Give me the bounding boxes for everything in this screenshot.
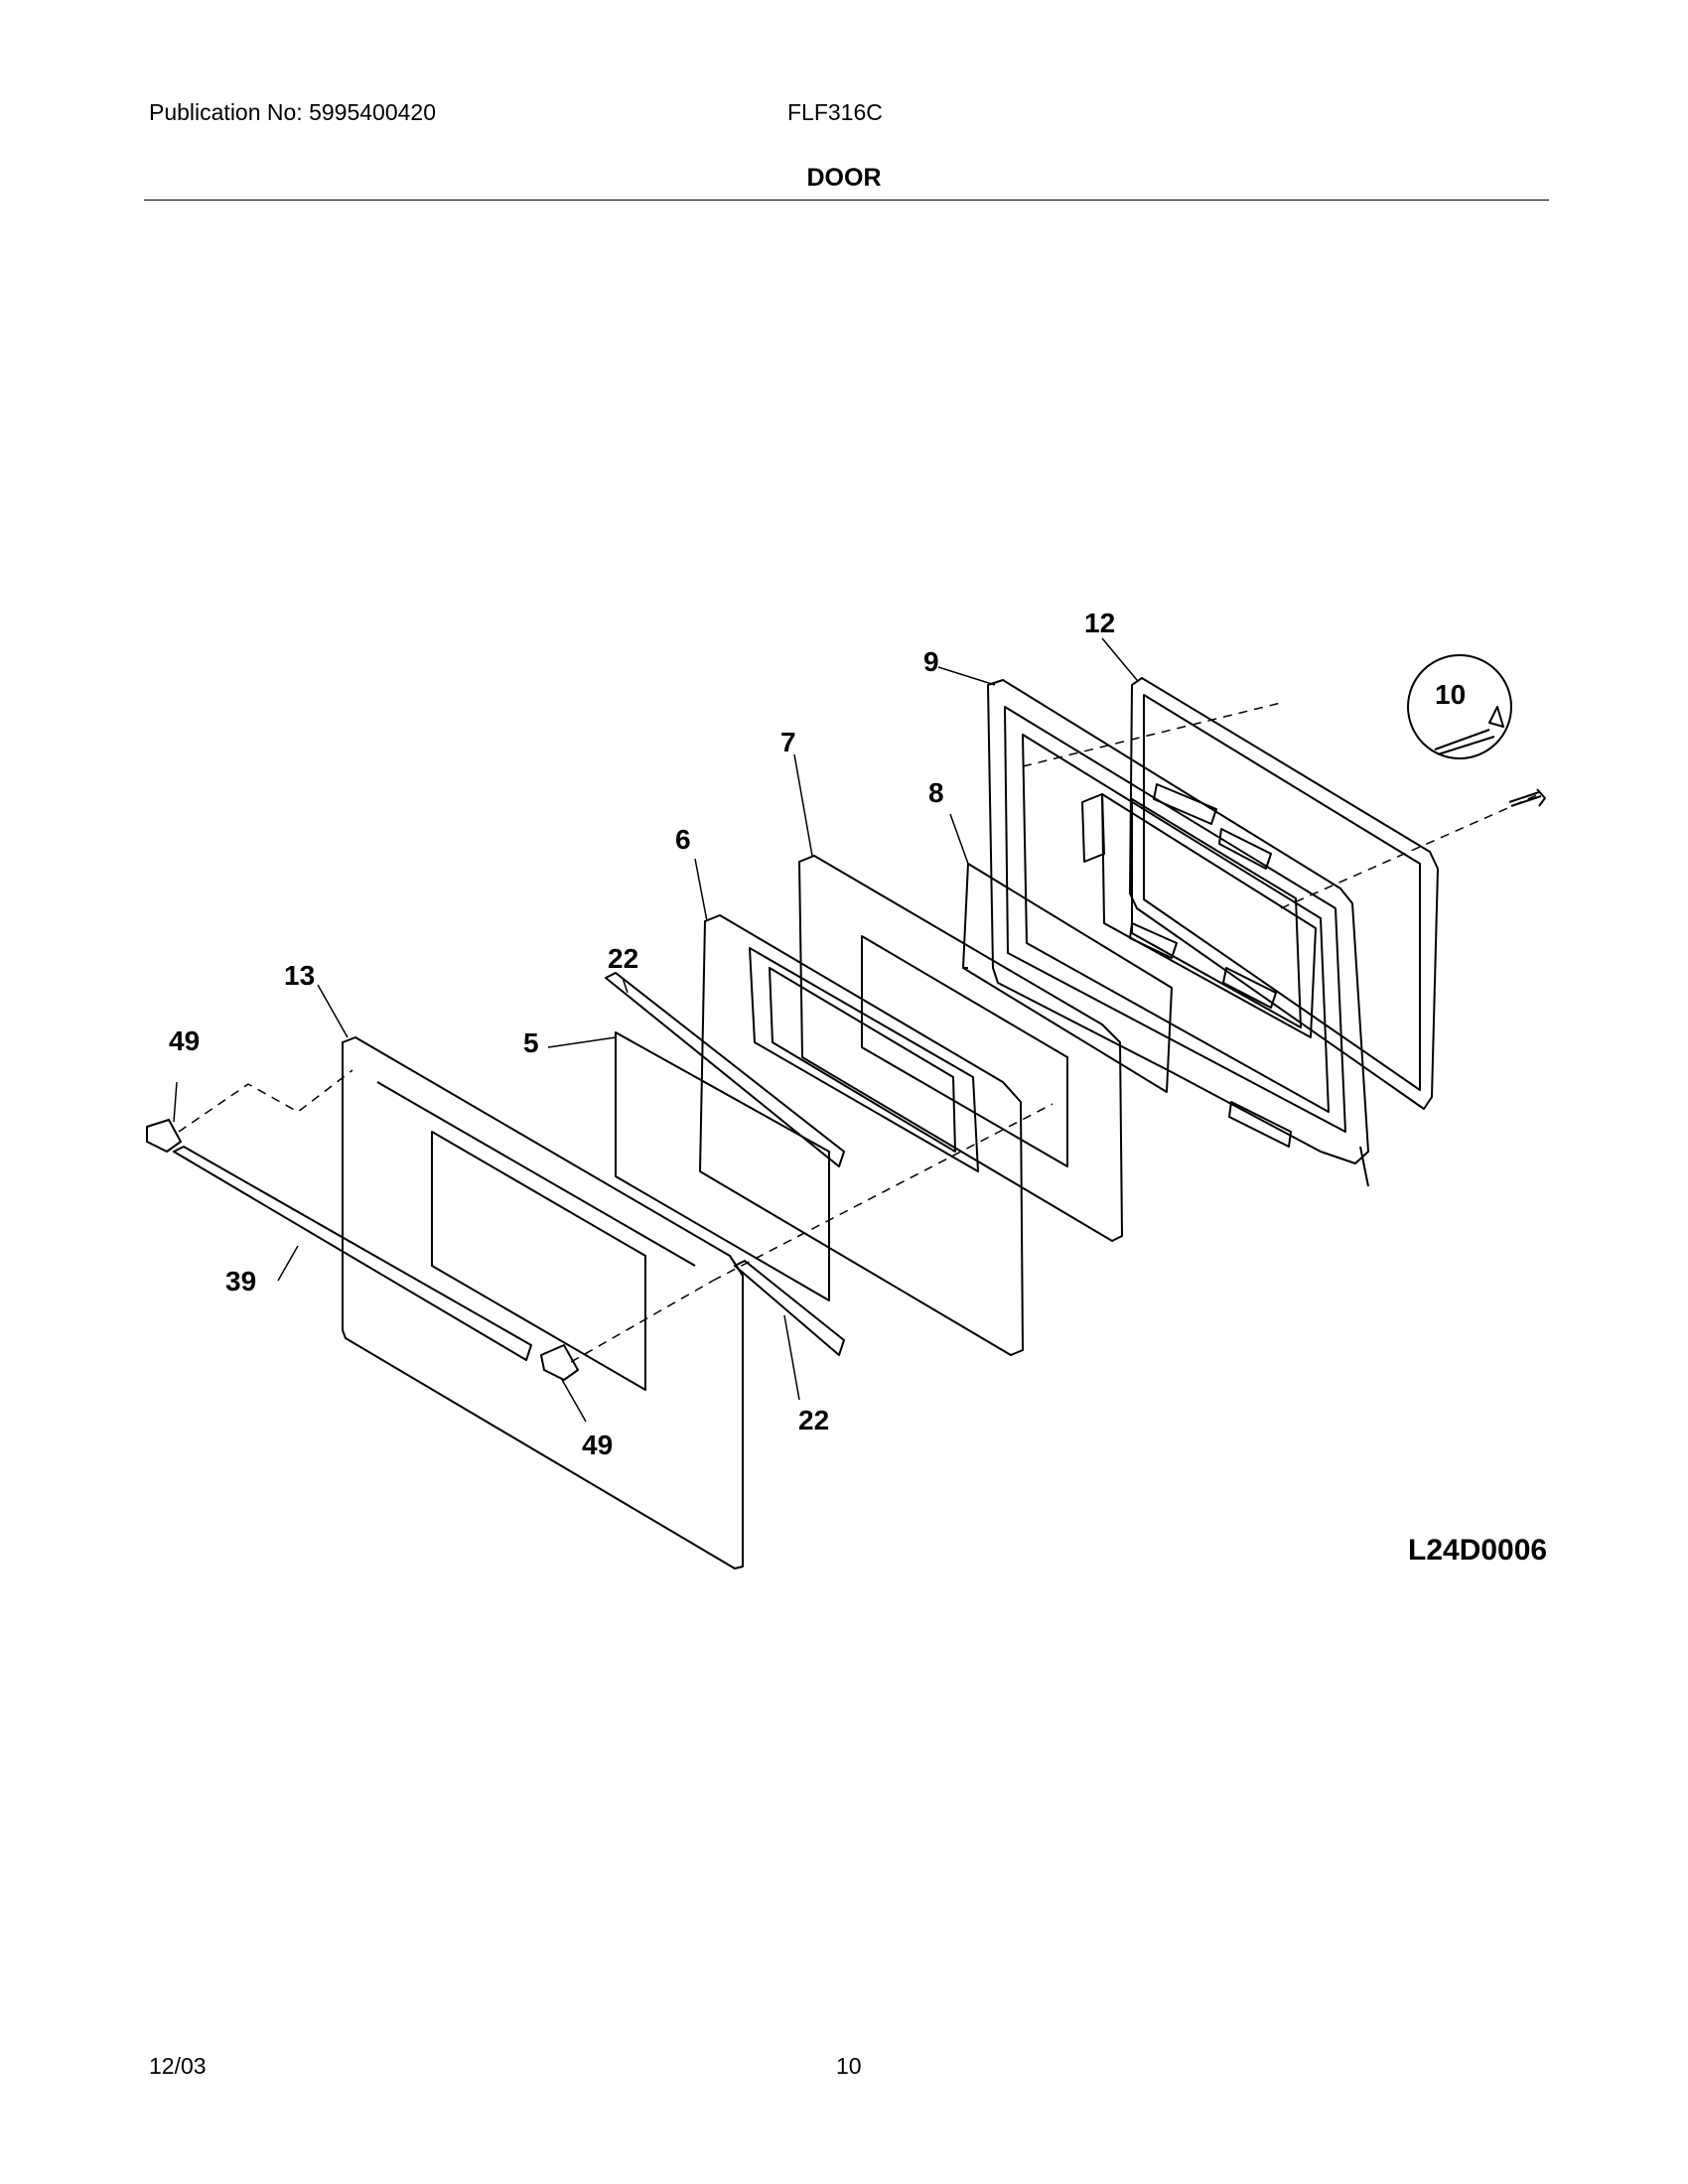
leader-lines (173, 637, 1138, 1423)
callout-6: 6 (675, 824, 691, 855)
callout-49-left: 49 (169, 1025, 200, 1056)
callout-8: 8 (928, 777, 944, 808)
part-8-glass (962, 863, 1173, 1093)
publication-number: Publication No: 5995400420 (149, 99, 437, 125)
callout-49-right: 49 (582, 1430, 613, 1460)
callout-7: 7 (780, 727, 796, 757)
callout-5: 5 (523, 1027, 539, 1058)
callouts: 12 9 10 7 8 6 22 13 49 5 39 22 49 (169, 608, 1466, 1460)
part-13-outer-door (342, 1036, 744, 1570)
part-10-screw (1407, 654, 1546, 807)
model-number: FLF316C (787, 99, 883, 125)
callout-12: 12 (1084, 608, 1115, 638)
header-rule (144, 200, 1549, 201)
diagram-id: L24D0006 (1408, 1534, 1548, 1567)
callout-10: 10 (1435, 679, 1466, 710)
part-5-door-glass (615, 1031, 830, 1301)
part-9-inner-liner (987, 679, 1369, 1187)
part-7-insulation (798, 855, 1123, 1242)
callout-9: 9 (923, 646, 939, 677)
footer-date: 12/03 (149, 2053, 207, 2079)
part-39-handle (173, 1146, 532, 1361)
part-22-lower-rail (734, 1260, 845, 1356)
callout-13: 13 (284, 960, 315, 991)
part-6-inner-panel (699, 914, 1024, 1356)
callout-22-upper: 22 (608, 943, 638, 974)
page-number: 10 (836, 2053, 862, 2079)
part-49-end-cap-right (540, 1344, 579, 1381)
part-22-upper-rail (605, 972, 845, 1167)
section-title: DOOR (806, 164, 882, 192)
callout-39: 39 (225, 1266, 256, 1297)
alignment-lines (178, 702, 1540, 1363)
part-12-gasket (1129, 677, 1439, 1110)
part-49-end-cap-left (146, 1119, 182, 1153)
callout-22-lower: 22 (798, 1405, 829, 1435)
